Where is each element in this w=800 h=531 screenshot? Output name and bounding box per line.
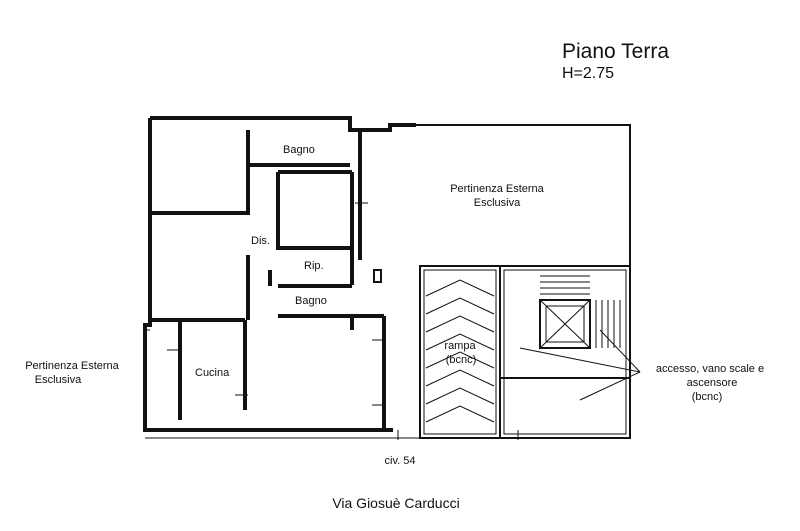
- plan-title: Piano Terra: [562, 40, 669, 63]
- room-label-rip: Rip.: [304, 260, 324, 272]
- room-label-bagno-2: Bagno: [295, 295, 327, 307]
- ramp: [419, 265, 501, 439]
- ramp-chevron: [425, 369, 495, 387]
- accesso-line3: (bcnc): [692, 391, 723, 403]
- pertinenza-left-line2: Esclusiva: [35, 374, 82, 386]
- ramp-chevron: [425, 405, 495, 423]
- room-label-bagno-1: Bagno: [283, 144, 315, 156]
- rampa-line1: rampa: [444, 340, 476, 352]
- ramp-chevron: [425, 333, 495, 351]
- pertinenza-left-line1: Pertinenza Esterna: [25, 360, 119, 372]
- apartment-walls: [143, 116, 416, 432]
- door-marks: [167, 202, 519, 440]
- accesso-line1: accesso, vano scale e: [656, 363, 764, 375]
- leader-lines: [519, 329, 641, 401]
- stair-core: [499, 265, 631, 439]
- room-label-dis: Dis.: [251, 235, 270, 247]
- ramp-chevron: [425, 351, 495, 369]
- civic-number: civ. 54: [385, 455, 416, 467]
- pertinenza-right-line2: Esclusiva: [474, 197, 521, 209]
- ramp-chevron: [425, 297, 495, 315]
- accesso-line2: ascensore: [687, 377, 738, 389]
- pertinenza-right-line1: Pertinenza Esterna: [450, 183, 544, 195]
- pertinenza-boundary: [145, 124, 631, 331]
- room-label-cucina: Cucina: [195, 367, 230, 379]
- ramp-chevron: [425, 387, 495, 405]
- ramp-chevron: [425, 315, 495, 333]
- street-name: Via Giosuè Carducci: [332, 495, 459, 511]
- ramp-chevron: [425, 279, 495, 297]
- rampa-line2: (bcnc): [446, 354, 477, 366]
- height-label: H=2.75: [562, 65, 614, 82]
